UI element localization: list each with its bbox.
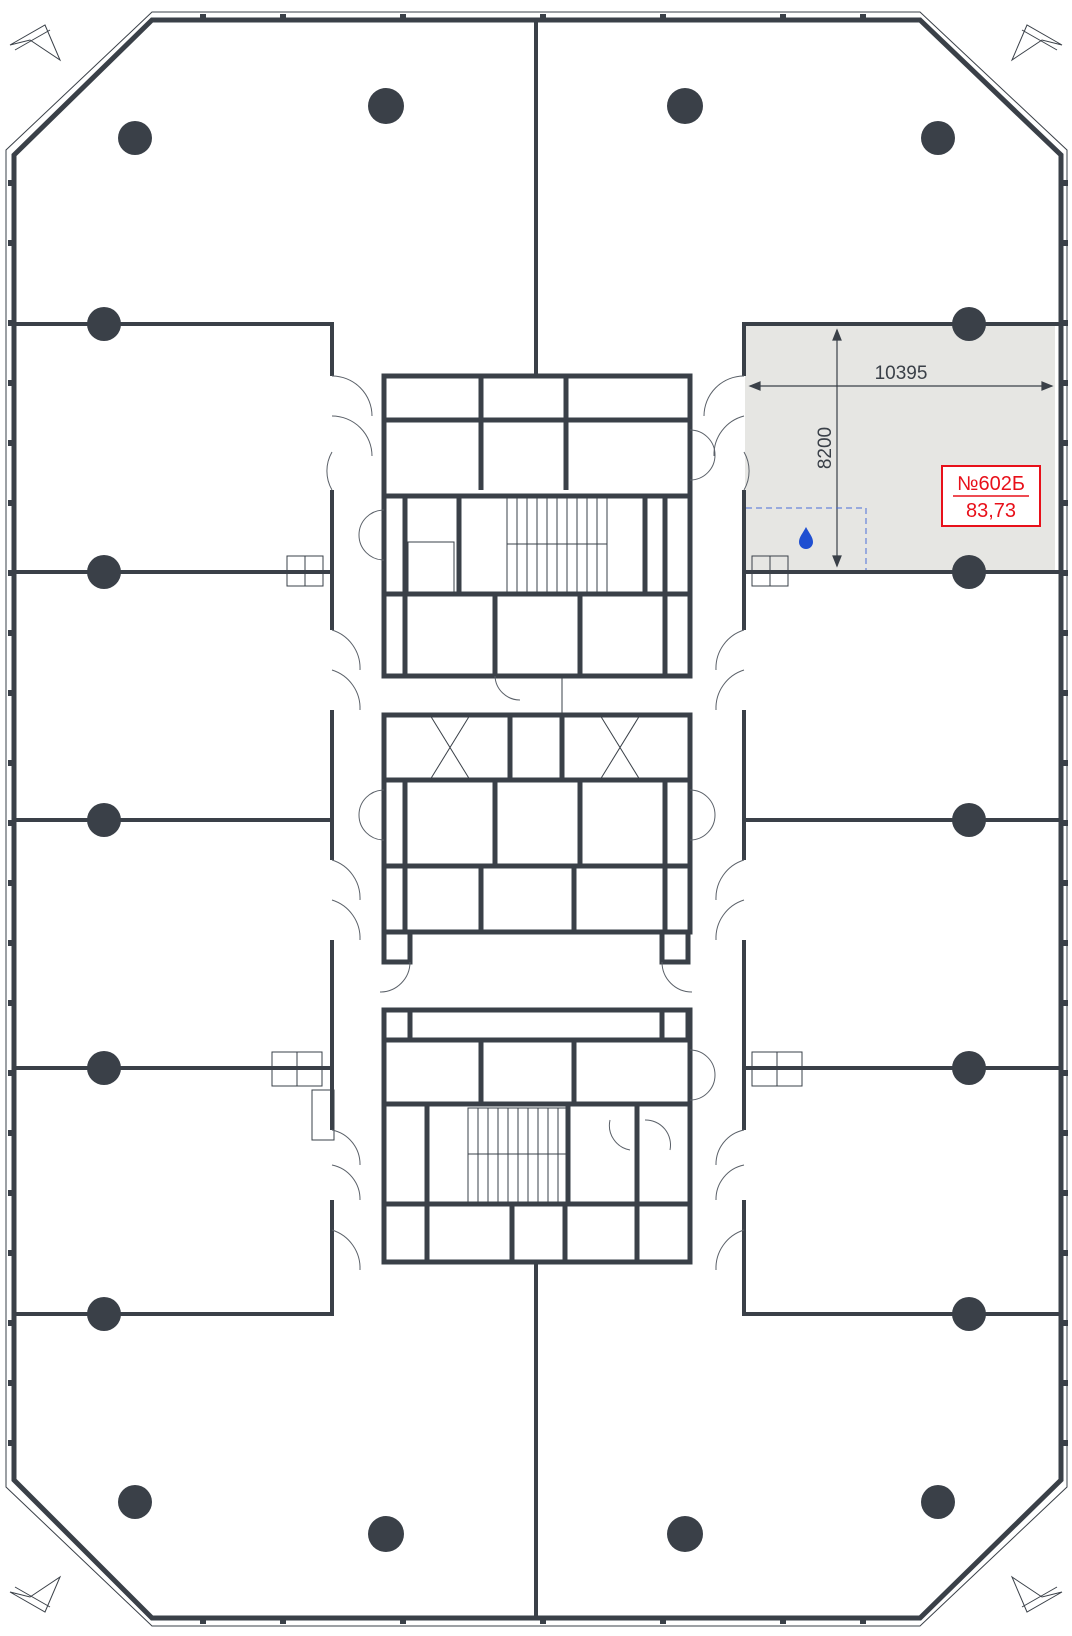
- corner-arrow-icon: [9, 1575, 62, 1613]
- unit-area: 83,73: [966, 500, 1016, 522]
- column: [368, 1516, 404, 1552]
- column: [667, 88, 703, 124]
- facade-mullions: [8, 14, 1068, 1624]
- column: [952, 1051, 986, 1085]
- service-shafts: [271, 555, 803, 1141]
- corner-arrow-icon: [9, 24, 62, 62]
- service-rooms: [429, 714, 641, 781]
- doors: [326, 375, 750, 1271]
- height-dimension: 8200: [815, 427, 836, 469]
- column: [87, 1051, 121, 1085]
- column: [87, 1297, 121, 1331]
- unit-602b-area[interactable]: [745, 324, 1055, 572]
- column: [368, 88, 404, 124]
- staircase: [467, 1107, 569, 1203]
- outer-facade: [5, 11, 1068, 1627]
- column: [952, 803, 986, 837]
- structural-columns: [87, 88, 986, 1552]
- corner-arrow-icon: [1010, 24, 1063, 62]
- column: [952, 307, 986, 341]
- water-drop-icon: [799, 527, 813, 549]
- column: [118, 1485, 152, 1519]
- column: [952, 555, 986, 589]
- dimension-lines: [748, 328, 1054, 568]
- column: [921, 121, 955, 155]
- corner-arrow-icon: [1010, 1575, 1063, 1613]
- column: [952, 1297, 986, 1331]
- unit-number: №602Б: [957, 473, 1025, 495]
- column: [87, 555, 121, 589]
- column: [921, 1485, 955, 1519]
- column: [118, 121, 152, 155]
- column: [667, 1516, 703, 1552]
- column: [87, 307, 121, 341]
- unit-label: №602Б 83,73: [941, 465, 1041, 527]
- staircase: [506, 497, 608, 593]
- width-dimension: 10395: [875, 363, 928, 384]
- wet-zone-outline: [746, 507, 867, 570]
- unit-602b[interactable]: [745, 324, 1055, 572]
- column: [87, 803, 121, 837]
- partition-walls: [14, 20, 1061, 1618]
